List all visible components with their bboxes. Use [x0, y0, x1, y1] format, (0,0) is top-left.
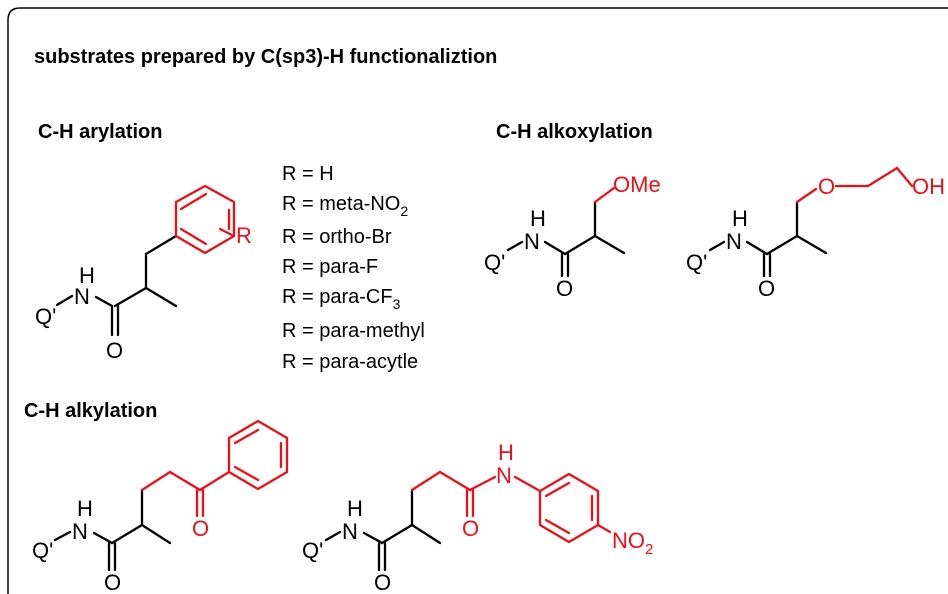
atom-h: H [530, 206, 546, 231]
atom-o: O [556, 276, 573, 301]
atom-amide-n: N [496, 463, 512, 488]
atom-n: N [726, 229, 742, 254]
heading-alkoxylation: C-H alkoxylation [496, 121, 653, 143]
r-item-meta-no2: R = meta-NO2 [282, 193, 408, 219]
r-item-h: R = H [282, 163, 334, 185]
frame-border [7, 7, 948, 594]
r-item-para-acytle: R = para-acytle [282, 351, 418, 373]
atom-r: R [236, 223, 252, 248]
atom-amide-h: H [498, 440, 514, 465]
atom-q: Q' [32, 538, 53, 563]
atom-o: O [104, 570, 121, 594]
r-group-list: R = H R = meta-NO2 R = ortho-Br R = para… [282, 163, 425, 373]
atom-ether-o: O [818, 174, 835, 199]
atom-no2: NO2 [612, 528, 653, 558]
atom-h: H [79, 263, 95, 288]
atom-oh: OH [912, 174, 945, 199]
molecule-alkylation-amide: Q' N H O O N H NO2 [302, 440, 653, 594]
atom-o: O [106, 338, 123, 363]
atom-o: O [758, 276, 775, 301]
atom-n: N [524, 229, 540, 254]
molecule-alkylation-ketone: Q' N H O O [32, 419, 289, 594]
r-item-para-methyl: R = para-methyl [282, 320, 425, 342]
atom-h: H [347, 496, 363, 521]
molecule-alkoxylation-ome: Q' N H O OMe [484, 172, 661, 301]
atom-h: H [77, 496, 93, 521]
r-item-para-cf3: R = para-CF3 [282, 286, 401, 312]
atom-amide-o: O [462, 516, 479, 541]
molecule-arylation: Q' N H O R [35, 184, 252, 363]
atom-n: N [72, 519, 88, 544]
scheme-title: substrates prepared by C(sp3)-H function… [34, 46, 497, 68]
atom-q: Q' [686, 250, 707, 275]
r-item-ortho-br: R = ortho-Br [282, 226, 392, 248]
atom-o: O [374, 570, 391, 594]
atom-q: Q' [35, 304, 56, 329]
atom-ome: OMe [613, 172, 661, 197]
atom-q: Q' [302, 538, 323, 563]
atom-n: N [342, 519, 358, 544]
atom-h: H [732, 206, 748, 231]
atom-q: Q' [484, 250, 505, 275]
heading-arylation: C-H arylation [38, 121, 162, 143]
atom-n: N [74, 284, 90, 309]
r-item-para-f: R = para-F [282, 256, 378, 278]
molecule-alkoxylation-oh: Q' N H O O OH [686, 166, 945, 301]
atom-ketone-o: O [192, 516, 209, 541]
heading-alkylation: C-H alkylation [24, 400, 157, 422]
